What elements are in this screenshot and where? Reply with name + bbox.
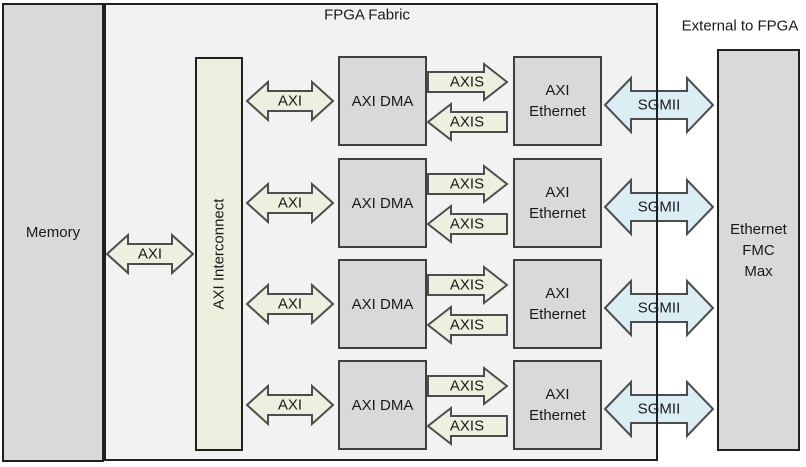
- axi-dma-label: AXI DMA: [351, 396, 414, 414]
- axi-ethernet-label: AXI Ethernet: [529, 283, 586, 325]
- ethernet-fmc-block: Ethernet FMC Max: [717, 49, 800, 451]
- axi-ethernet-line1: AXI: [545, 285, 570, 302]
- axi-arrow-label: AXI: [277, 194, 303, 212]
- axis-right-label: AXIS: [449, 175, 485, 193]
- axis-arrow-left: [426, 203, 508, 245]
- axi-dma-label: AXI DMA: [351, 92, 414, 110]
- sgmii-arrow: [603, 379, 715, 439]
- axi-ethernet-block: AXI Ethernet: [513, 158, 602, 248]
- axi-interconnect-block: [195, 57, 243, 451]
- ethernet-fmc-label: Ethernet FMC Max: [730, 219, 787, 282]
- axi-dma-block: AXI DMA: [338, 56, 427, 146]
- axi-ethernet-label: AXI Ethernet: [529, 182, 586, 224]
- sgmii-label: SGMII: [637, 96, 681, 114]
- external-to-fpga-title: External to FPGA: [681, 17, 799, 35]
- axi-dma-block: AXI DMA: [338, 360, 427, 450]
- axi-ethernet-line2: Ethernet: [529, 306, 586, 323]
- memory-axi-label: AXI: [137, 245, 163, 263]
- axis-left-label: AXIS: [449, 113, 485, 131]
- sgmii-label: SGMII: [637, 198, 681, 216]
- sgmii-arrow: [603, 177, 715, 237]
- axis-right-label: AXIS: [449, 73, 485, 91]
- axis-arrow-left: [426, 101, 508, 143]
- axi-ethernet-line2: Ethernet: [529, 407, 586, 424]
- axis-arrow-left: [426, 304, 508, 346]
- sgmii-label: SGMII: [637, 400, 681, 418]
- axi-ethernet-line1: AXI: [545, 386, 570, 403]
- axi-arrow: [245, 79, 335, 123]
- fmc-label-line2: FMC: [742, 241, 775, 259]
- axis-right-label: AXIS: [449, 377, 485, 395]
- fpga-fabric-title: FPGA Fabric: [324, 6, 410, 24]
- axi-arrow: [245, 181, 335, 225]
- axi-ethernet-line2: Ethernet: [529, 205, 586, 222]
- sgmii-arrow: [603, 75, 715, 135]
- axi-dma-label: AXI DMA: [351, 194, 414, 212]
- axi-ethernet-line1: AXI: [545, 184, 570, 201]
- axi-dma-block: AXI DMA: [338, 158, 427, 248]
- axi-ethernet-block: AXI Ethernet: [513, 360, 602, 450]
- sgmii-arrow: [603, 278, 715, 338]
- axi-ethernet-label: AXI Ethernet: [529, 384, 586, 426]
- axis-arrow-right: [427, 61, 509, 103]
- axi-arrow-label: AXI: [277, 295, 303, 313]
- axi-dma-label: AXI DMA: [351, 295, 414, 313]
- axis-arrow-right: [427, 163, 509, 205]
- memory-block: Memory: [2, 3, 104, 462]
- axi-dma-block: AXI DMA: [338, 259, 427, 349]
- axi-ethernet-line1: AXI: [545, 82, 570, 99]
- axis-right-label: AXIS: [449, 276, 485, 294]
- axi-arrow-label: AXI: [277, 92, 303, 110]
- axis-arrow-right: [427, 264, 509, 306]
- fmc-label-line3: Max: [744, 262, 773, 280]
- axis-left-label: AXIS: [449, 215, 485, 233]
- fmc-label-line1: Ethernet: [730, 220, 787, 238]
- axis-left-label: AXIS: [449, 316, 485, 334]
- axis-left-label: AXIS: [449, 417, 485, 435]
- memory-axi-arrow: [105, 232, 195, 276]
- axi-ethernet-line2: Ethernet: [529, 103, 586, 120]
- sgmii-label: SGMII: [637, 299, 681, 317]
- axi-interconnect-label: AXI Interconnect: [210, 198, 228, 310]
- axi-arrow: [245, 282, 335, 326]
- axi-ethernet-block: AXI Ethernet: [513, 259, 602, 349]
- axis-arrow-left: [426, 405, 508, 447]
- fabric-right-border-line: [656, 3, 658, 461]
- axi-ethernet-block: AXI Ethernet: [513, 56, 602, 146]
- axi-arrow: [245, 383, 335, 427]
- axi-arrow-label: AXI: [277, 396, 303, 414]
- axis-arrow-right: [427, 365, 509, 407]
- axi-ethernet-label: AXI Ethernet: [529, 80, 586, 122]
- memory-label: Memory: [25, 224, 81, 241]
